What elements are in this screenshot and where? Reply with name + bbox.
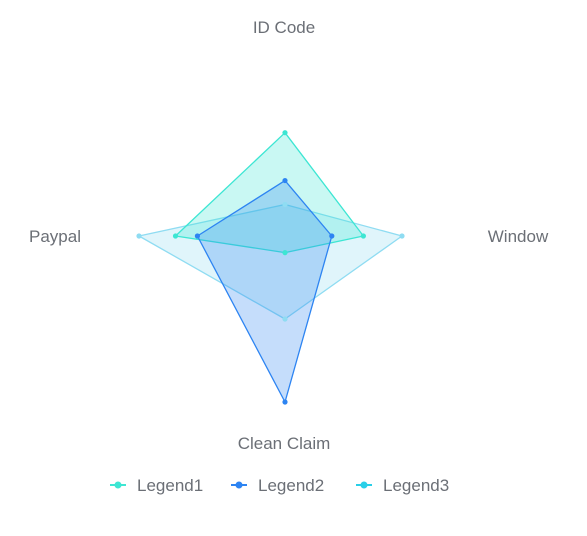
legend-item-legend3[interactable]: Legend3 xyxy=(356,476,449,495)
data-point-legend1-window[interactable] xyxy=(360,233,366,239)
data-point-legend3-window[interactable] xyxy=(399,233,405,239)
data-point-legend3-clean-claim[interactable] xyxy=(282,316,288,322)
axis-label-id-code: ID Code xyxy=(253,18,315,37)
legend-label-legend1: Legend1 xyxy=(137,476,203,495)
legend-label-legend3: Legend3 xyxy=(383,476,449,495)
data-point-legend1-id-code[interactable] xyxy=(282,130,288,136)
axis-label-paypal: Paypal xyxy=(29,227,81,246)
data-point-legend1-clean-claim[interactable] xyxy=(282,250,288,256)
data-point-legend2-paypal[interactable] xyxy=(194,233,200,239)
legend-marker-legend2 xyxy=(235,481,243,489)
data-point-legend2-clean-claim[interactable] xyxy=(282,399,288,405)
axis-label-clean-claim: Clean Claim xyxy=(238,434,331,453)
series-polygons xyxy=(138,132,403,403)
axis-label-window: Window xyxy=(488,227,549,246)
series-points xyxy=(136,130,405,405)
data-point-legend3-id-code[interactable] xyxy=(282,201,288,208)
data-point-legend3-paypal[interactable] xyxy=(136,233,142,239)
data-point-legend2-id-code[interactable] xyxy=(282,177,288,184)
data-point-legend2-window[interactable] xyxy=(329,233,335,239)
legend-item-legend2[interactable]: Legend2 xyxy=(231,476,324,495)
legend-marker-legend1 xyxy=(114,481,122,489)
legend: Legend1 Legend2 Legend3 xyxy=(110,476,449,495)
legend-item-legend1[interactable]: Legend1 xyxy=(110,476,203,495)
data-point-legend1-paypal[interactable] xyxy=(172,233,179,239)
legend-label-legend2: Legend2 xyxy=(258,476,324,495)
legend-marker-legend3 xyxy=(360,481,368,489)
